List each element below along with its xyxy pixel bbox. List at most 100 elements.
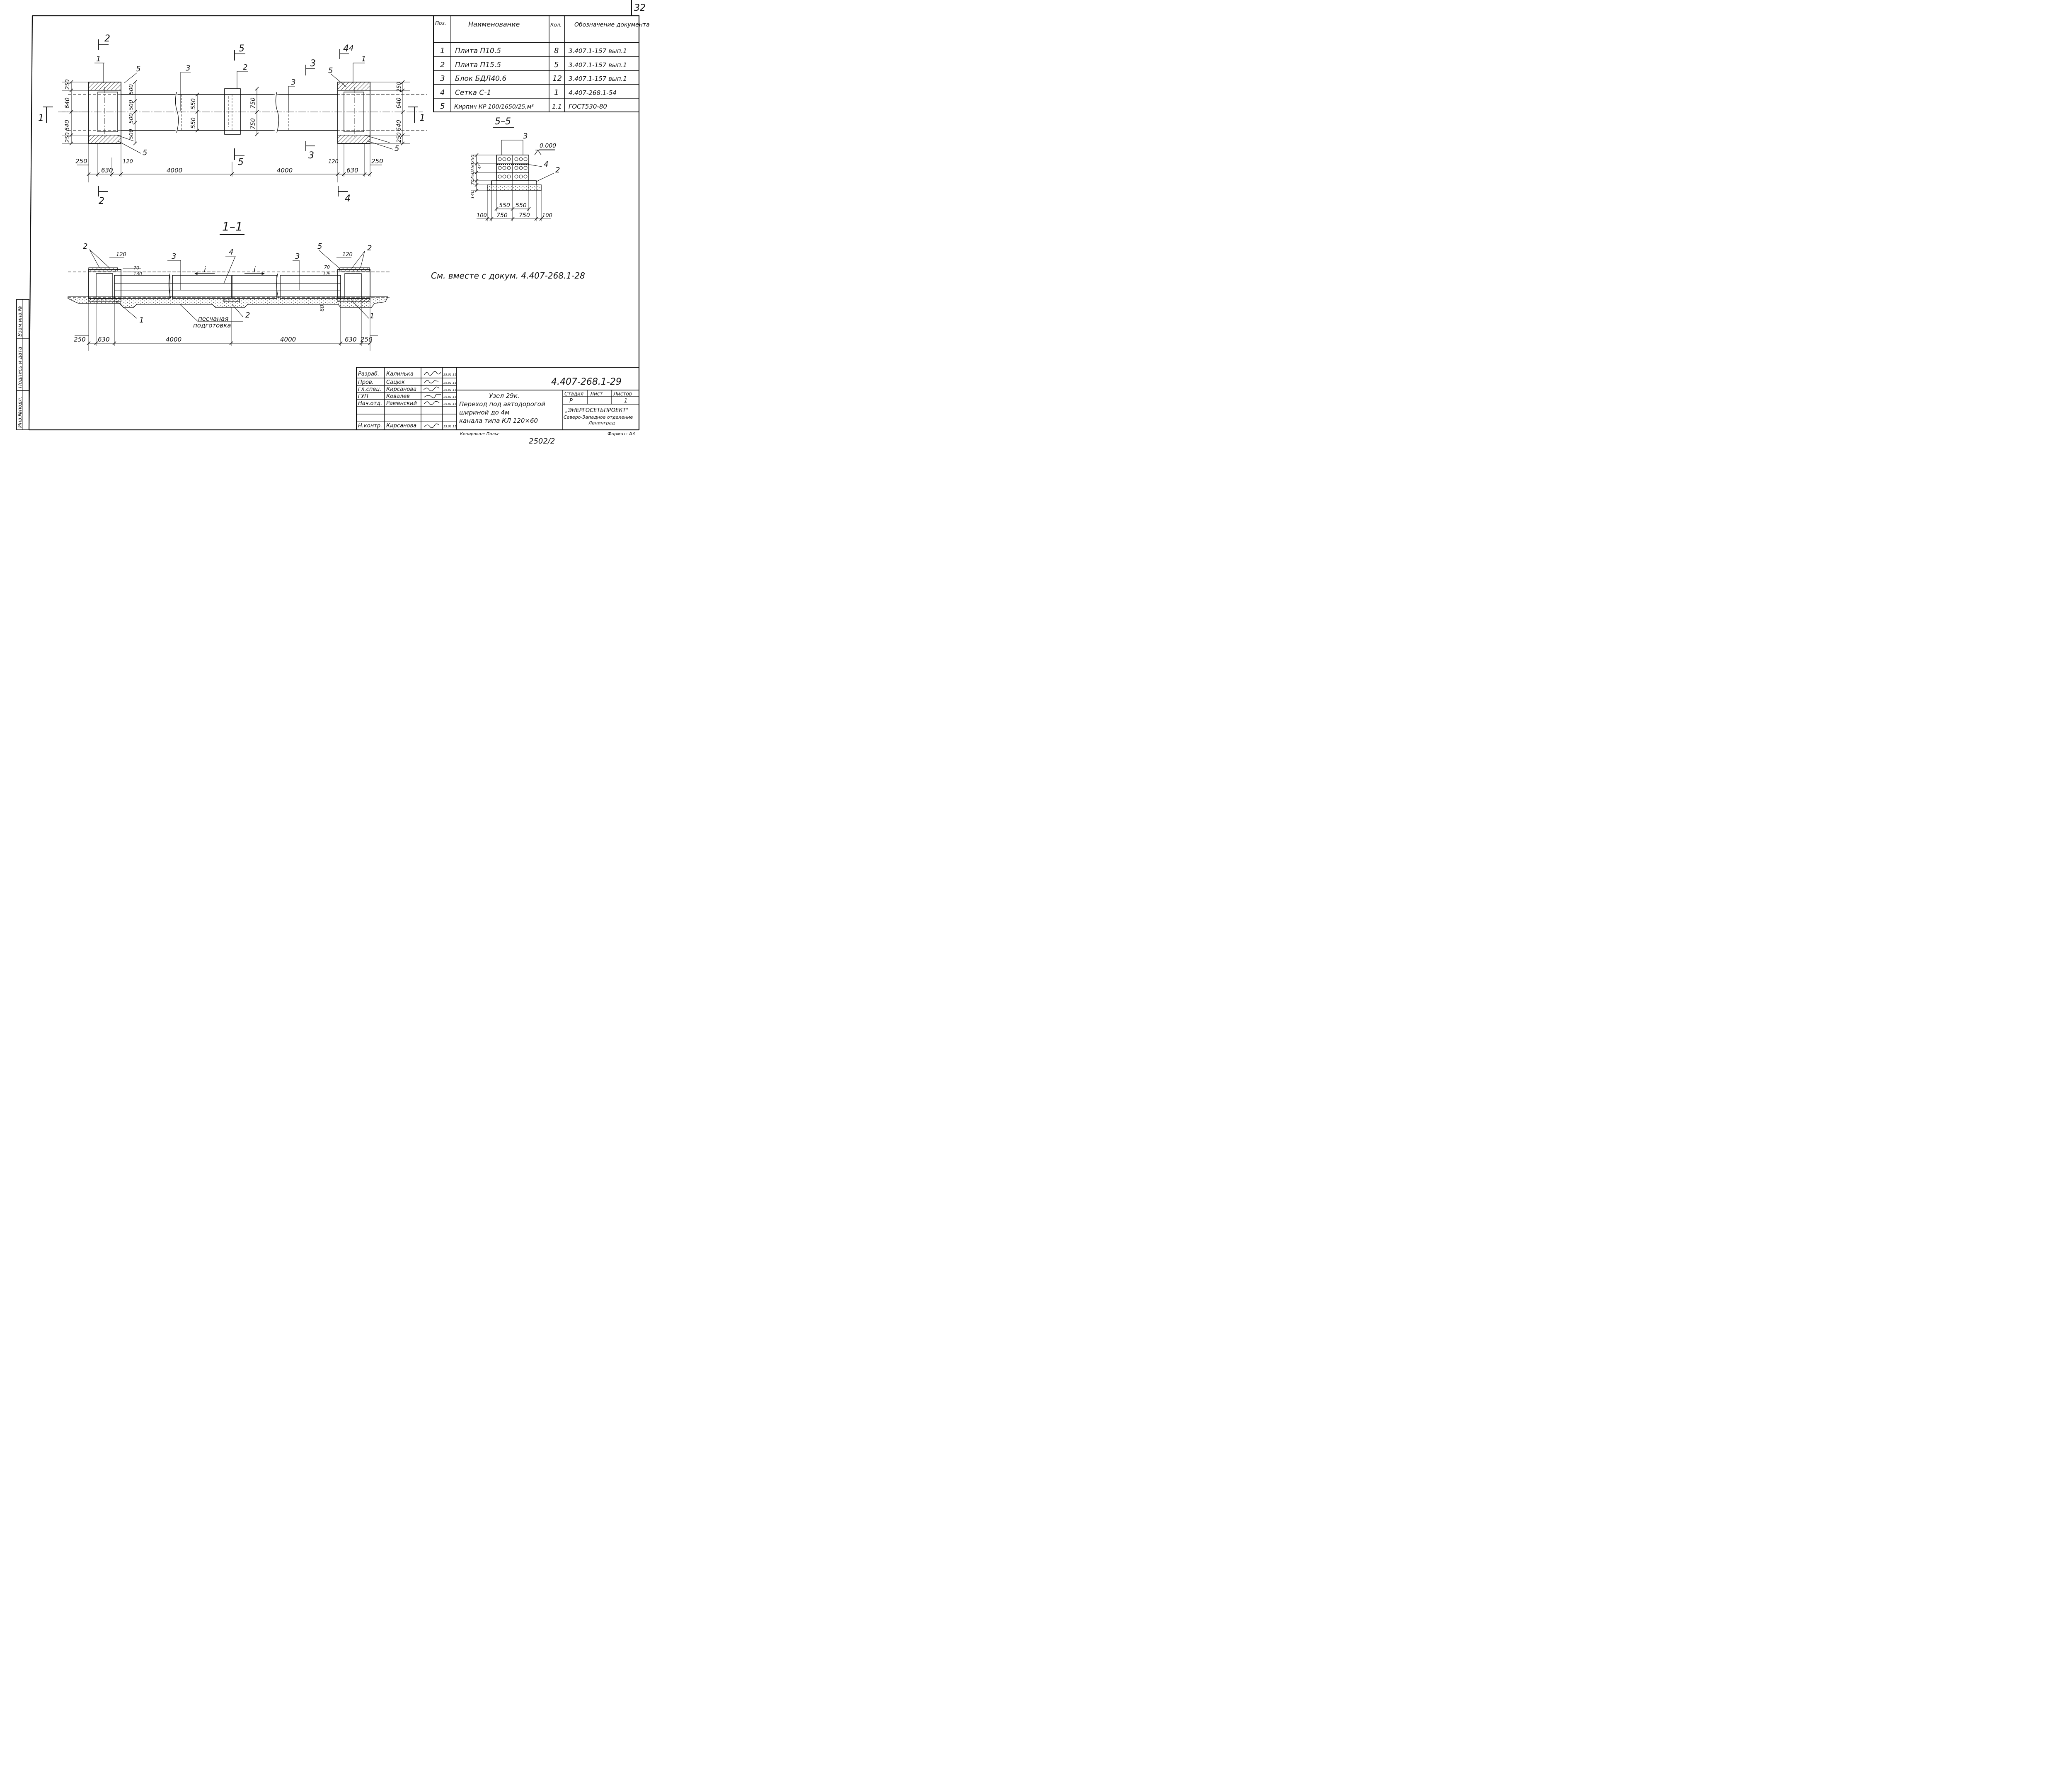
plan-dim-630-right: 630 [346, 167, 358, 174]
spec-row-3-qty: 12 [552, 74, 562, 83]
tb-date-dept-head: 25.01.11 [443, 402, 456, 406]
section-5-5-title: 5–5 [495, 116, 511, 127]
plan-section-mark-5-bottom: 5 [238, 157, 244, 167]
plan-section-mark-3-bottom: 3 [308, 150, 314, 161]
section-5-5-dim-750-right: 750 [519, 212, 530, 219]
plan-callout-5-top-right: 5 [328, 66, 333, 75]
plan-dim-120-right: 120 [328, 159, 339, 165]
section-5-5-dim-750-left: 750 [496, 212, 508, 219]
spec-row-5-doc: ГОСТ530-80 [569, 103, 607, 110]
tb-role-gip: ГУП [358, 393, 368, 400]
plan-dim-4000-left: 4000 [167, 167, 182, 174]
plan-dim-left-250-bottom: 250 [65, 132, 71, 143]
plan-dim-right-640-bottom: 640 [396, 120, 402, 131]
plan-dim-left-640-bottom: 640 [64, 120, 71, 131]
section-5-5-dim-140: 140 [470, 190, 475, 199]
tb-date-chief-spec: 25.01.11 [443, 388, 456, 392]
plan-section-mark-4-bottom: 4 [345, 194, 351, 204]
drawing-sheet: 32 Взам.инв.№ Подпись и дата Инв.№подл. … [16, 0, 650, 446]
section-1-1-callout-3-left: 3 [172, 252, 176, 261]
tb-role-checked: Пров. [358, 379, 374, 385]
plan-callout-3-left: 3 [186, 64, 190, 73]
plan-dim-inner-500-3: 500 [128, 113, 135, 124]
section-1-1-callout-2-right: 2 [367, 244, 372, 252]
spec-row-5-name: Кирпич КР 100/1650/25,м³ [454, 104, 534, 110]
plan-section-mark-1-right: 1 [419, 113, 425, 124]
plan-callout-4-right: 4 [349, 44, 353, 53]
spec-row-5-pos: 5 [440, 102, 445, 111]
section-1-1-callout-2-middle: 2 [245, 311, 250, 320]
section-1-1-dim-4000-right: 4000 [280, 336, 296, 343]
plan-dim-inner-500-2: 500 [128, 100, 135, 110]
section-1-1-dim-70-right: 70 [324, 264, 330, 270]
tb-name-norm-control: Кирсанова [386, 423, 416, 429]
archive-number: 2502/2 [529, 437, 555, 446]
section-5-5-dim-47: 47 [478, 164, 482, 169]
signatures [423, 371, 441, 428]
section-1-1-callout-4: 4 [229, 248, 233, 257]
plan-callout-5-bottom-right: 5 [395, 144, 399, 153]
tb-title-line1: Узел 29к. [489, 392, 520, 400]
section-1-1-dim-70-left: 70 [133, 265, 139, 271]
section-5-5-dim-100-left: 100 [477, 213, 487, 219]
tb-name-chief-spec: Кирсанова [386, 386, 416, 393]
stamp-signature-date: Подпись и дата [17, 347, 23, 388]
tb-role-chief-spec: Гл.спец. [358, 386, 381, 393]
plan-dim-left-250-top: 250 [65, 79, 71, 90]
plan-section-mark-2-bottom: 2 [99, 196, 104, 206]
format-label: Формат: А3 [608, 431, 635, 436]
plan-callout-1-left: 1 [96, 55, 101, 63]
spec-header-name: Наименование [468, 20, 520, 28]
section-5-5-dim-250-3: 250 [470, 171, 475, 180]
spec-row-3-pos: 3 [440, 74, 445, 83]
section-1-1-callout-3-right: 3 [295, 252, 300, 261]
section-5-5-callout-3: 3 [523, 132, 528, 141]
tb-stage-header: Стадия [564, 391, 583, 397]
tb-document-code: 4.407-268.1-29 [551, 377, 622, 387]
spec-row-2-pos: 2 [440, 61, 445, 69]
spec-row-4-doc: 4.407-268.1-54 [569, 89, 617, 97]
plan-section-mark-1-left: 1 [38, 113, 44, 124]
section-5-5-dim-550-left: 550 [499, 202, 510, 209]
section-5-5-dim-550-right: 550 [516, 202, 527, 209]
section-1-1-slope-left: i [204, 265, 206, 274]
section-1-1-dim-250-right: 250 [361, 336, 373, 343]
section-1-1-callout-5: 5 [317, 242, 322, 251]
spec-row-2-name: Плита П15.5 [455, 61, 501, 69]
section-5-5-dim-100-right: 100 [542, 213, 552, 219]
section-5-5-dim-250-1: 250 [470, 155, 475, 163]
plan-section-mark-2-top: 2 [104, 34, 110, 44]
section-5-5-callout-4: 4 [544, 160, 548, 169]
spec-row-3-doc: 3.407.1-157 вып.1 [569, 75, 627, 82]
tb-role-dept-head: Нач.отд. [358, 400, 382, 407]
tb-stage-value: Р [569, 398, 573, 404]
spec-row-4-qty: 1 [554, 88, 559, 97]
plan-dim-mid-750-bottom: 750 [250, 118, 257, 129]
sand-bedding-label-line2: подготовка [193, 322, 231, 329]
section-1-1-dim-120-right: 120 [342, 252, 353, 258]
section-1-1-dim-60: 60 [320, 305, 326, 312]
spec-row-2-doc: 3.407.1-157 вып.1 [569, 61, 627, 69]
plan-dim-4000-right: 4000 [277, 167, 293, 174]
section-5-5-callout-2: 2 [555, 166, 560, 175]
side-stamp [16, 299, 29, 430]
section-1-1-dim-130-left: 130 [133, 271, 142, 276]
plan-dim-mid-750-top: 750 [250, 97, 257, 109]
section-1-1-dim-630-left: 630 [98, 336, 110, 343]
spec-row-3-name: Блок БДЛ40.6 [455, 75, 506, 83]
reference-note: См. вместе с докум. 4.407-268.1-28 [431, 271, 585, 281]
plan-dim-right-250-top: 250 [396, 82, 402, 92]
plan-callout-2-middle: 2 [243, 63, 247, 72]
spec-row-4-pos: 4 [440, 88, 445, 97]
spec-header-pos: Поз. [435, 20, 446, 26]
plan-dim-right-640-top: 640 [396, 97, 402, 109]
spec-row-1-qty: 8 [554, 46, 559, 55]
section-1-1-dim-120-left: 120 [116, 252, 126, 258]
tb-date-norm-control: 25.01.11 [443, 425, 456, 428]
section-1-1-dim-250-left: 250 [74, 336, 86, 343]
spec-row-1-pos: 1 [440, 46, 445, 55]
plan-dim-120-left: 120 [123, 159, 133, 165]
section-1-1-dim-630-right: 630 [345, 336, 357, 343]
plan-section-mark-4-top: 4 [343, 44, 349, 54]
plan-dim-mid-550-bottom: 550 [190, 117, 197, 128]
